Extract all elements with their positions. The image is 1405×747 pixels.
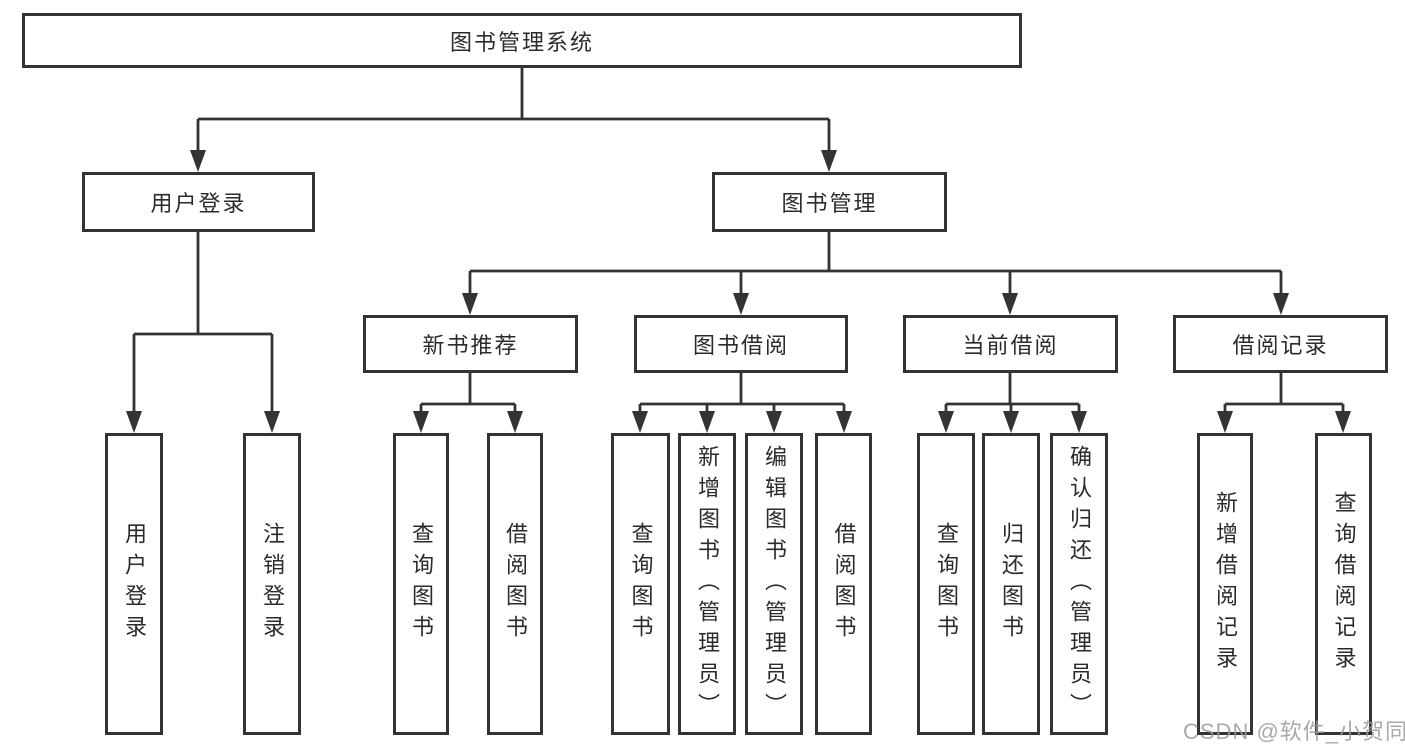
node-book-management-branch: 图书管理 — [712, 172, 947, 232]
connector-arrowhead-icon — [413, 411, 429, 433]
leaf-borrow-book-borrowing: 借阅图书 — [815, 433, 872, 735]
connector-arrowhead-icon — [821, 150, 837, 172]
leaf-confirm-return-admin: 确认归还（管理员） — [1050, 433, 1108, 735]
leaf-query-book-recommend: 查询图书 — [393, 433, 449, 735]
leaf-user-login: 用户登录 — [105, 433, 163, 735]
leaf-query-borrow-record: 查询借阅记录 — [1315, 433, 1372, 735]
connector-arrowhead-icon — [733, 293, 749, 315]
connector-arrowhead-icon — [1335, 411, 1351, 433]
connector-arrowhead-icon — [1273, 293, 1289, 315]
leaf-query-book-current: 查询图书 — [917, 433, 975, 735]
node-book-borrowing: 图书借阅 — [634, 315, 848, 373]
leaf-edit-book-admin: 编辑图书（管理员） — [745, 433, 803, 735]
connector-arrowhead-icon — [836, 411, 852, 433]
connector-arrowhead-icon — [126, 411, 142, 433]
node-root-system: 图书管理系统 — [22, 13, 1022, 68]
connector-arrowhead-icon — [1071, 411, 1087, 433]
node-current-borrowing: 当前借阅 — [903, 315, 1118, 373]
leaf-logout: 注销登录 — [243, 433, 301, 735]
node-user-login-branch: 用户登录 — [82, 172, 315, 232]
leaf-return-book: 归还图书 — [982, 433, 1040, 735]
connector-arrowhead-icon — [462, 293, 478, 315]
connector-arrowhead-icon — [264, 411, 280, 433]
csdn-watermark: CSDN @软件_小贺同学 — [1183, 719, 1405, 744]
connector-arrowhead-icon — [190, 150, 206, 172]
connector-arrowhead-icon — [699, 411, 715, 433]
connector-arrowhead-icon — [766, 411, 782, 433]
connector-arrowhead-icon — [1003, 411, 1019, 433]
leaf-borrow-book-recommend: 借阅图书 — [487, 433, 543, 735]
connector-arrowhead-icon — [1002, 293, 1018, 315]
node-new-book-recommend: 新书推荐 — [363, 315, 578, 373]
connector-arrowhead-icon — [632, 411, 648, 433]
connector-arrowhead-icon — [507, 411, 523, 433]
leaf-query-book-borrowing: 查询图书 — [611, 433, 670, 735]
leaf-add-book-admin: 新增图书（管理员） — [678, 433, 736, 735]
connector-arrowhead-icon — [938, 411, 954, 433]
leaf-add-borrow-record: 新增借阅记录 — [1197, 433, 1253, 735]
connector-arrowhead-icon — [1217, 411, 1233, 433]
node-borrow-records: 借阅记录 — [1173, 315, 1388, 373]
